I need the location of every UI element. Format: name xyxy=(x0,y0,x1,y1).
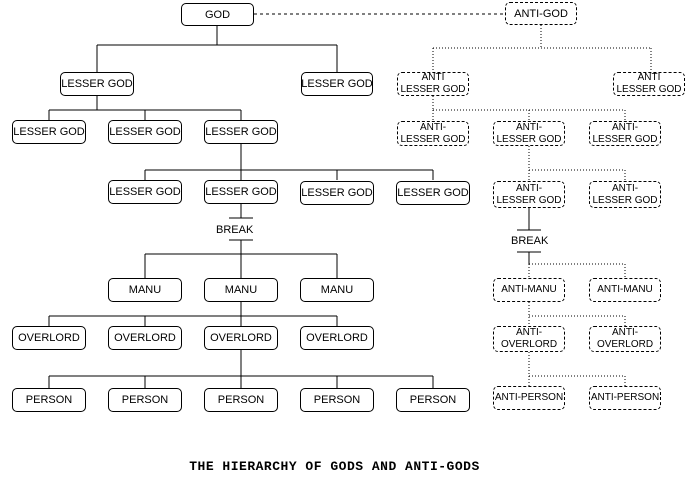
anti-lesser-god-node-level3-a: ANTI-LESSER GOD xyxy=(493,181,565,208)
break-label: BREAK xyxy=(216,224,254,236)
node-line-lesser-god: LESSER GOD xyxy=(592,133,658,145)
lesser-god-node-level2-b: LESSER GOD xyxy=(108,120,182,144)
node-line-anti: ANTI- xyxy=(611,182,639,194)
lesser-god-node-level3-c: LESSER GOD xyxy=(300,181,374,205)
person-node-a: PERSON xyxy=(12,388,86,412)
lesser-god-node-level1-a: LESSER GOD xyxy=(60,72,134,96)
anti-lesser-god-node-level2-a: ANTI-LESSER GOD xyxy=(397,121,469,146)
anti-god-node: ANTI-GOD xyxy=(505,2,577,25)
anti-person-node-b: ANTI-PERSON xyxy=(589,386,661,410)
overlord-node-d: OVERLORD xyxy=(300,326,374,350)
node-line-lesser-god: LESSER GOD xyxy=(400,133,466,145)
anti-manu-node-b: ANTI-MANU xyxy=(589,278,661,302)
node-line-lesser-god: LESSER GOD xyxy=(496,194,562,206)
manu-node-a: MANU xyxy=(108,278,182,302)
lesser-god-node-level2-c: LESSER GOD xyxy=(204,120,278,144)
node-line-lesser-god: LESSER GOD xyxy=(592,194,658,206)
person-node-b: PERSON xyxy=(108,388,182,412)
anti-manu-node-a: ANTI-MANU xyxy=(493,278,565,302)
node-line-anti: ANTI- xyxy=(515,182,543,194)
god-node: GOD xyxy=(181,3,254,26)
anti-lesser-god-node-level2-b: ANTI-LESSER GOD xyxy=(493,121,565,146)
node-line-anti: ANTI- xyxy=(419,121,447,133)
node-line-anti: ANTI xyxy=(421,72,445,83)
lesser-god-node-level3-a: LESSER GOD xyxy=(108,180,182,204)
node-line-anti: ANTI xyxy=(637,72,661,83)
lesser-god-node-level3-d: LESSER GOD xyxy=(396,181,470,205)
node-line-overlord: OVERLORD xyxy=(596,339,654,350)
person-node-c: PERSON xyxy=(204,388,278,412)
node-line-anti: ANTI- xyxy=(611,327,639,338)
person-node-d: PERSON xyxy=(300,388,374,412)
anti-break-label: BREAK xyxy=(511,235,549,247)
anti-lesser-god-node-level3-b: ANTI-LESSER GOD xyxy=(589,181,661,208)
manu-node-c: MANU xyxy=(300,278,374,302)
node-line-lesser-god: LESSER GOD xyxy=(616,84,682,95)
overlord-node-b: OVERLORD xyxy=(108,326,182,350)
manu-node-b: MANU xyxy=(204,278,278,302)
node-line-lesser-god: LESSER GOD xyxy=(400,84,466,95)
lesser-god-node-level3-b: LESSER GOD xyxy=(204,180,278,204)
anti-overlord-node-a: ANTI-OVERLORD xyxy=(493,326,565,352)
anti-overlord-node-b: ANTI-OVERLORD xyxy=(589,326,661,352)
person-node-e: PERSON xyxy=(396,388,470,412)
node-line-overlord: OVERLORD xyxy=(500,339,558,350)
anti-lesser-god-node-level2-c: ANTI-LESSER GOD xyxy=(589,121,661,146)
lesser-god-node-level2-a: LESSER GOD xyxy=(12,120,86,144)
anti-person-node-a: ANTI-PERSON xyxy=(493,386,565,410)
node-line-anti: ANTI- xyxy=(515,121,543,133)
overlord-node-c: OVERLORD xyxy=(204,326,278,350)
overlord-node-a: OVERLORD xyxy=(12,326,86,350)
diagram-title: THE HIERARCHY OF GODS AND ANTI-GODS xyxy=(189,459,480,474)
node-line-anti: ANTI- xyxy=(515,327,543,338)
lesser-god-node-level1-b: LESSER GOD xyxy=(301,72,373,96)
node-line-anti: ANTI- xyxy=(611,121,639,133)
node-line-lesser-god: LESSER GOD xyxy=(496,133,562,145)
